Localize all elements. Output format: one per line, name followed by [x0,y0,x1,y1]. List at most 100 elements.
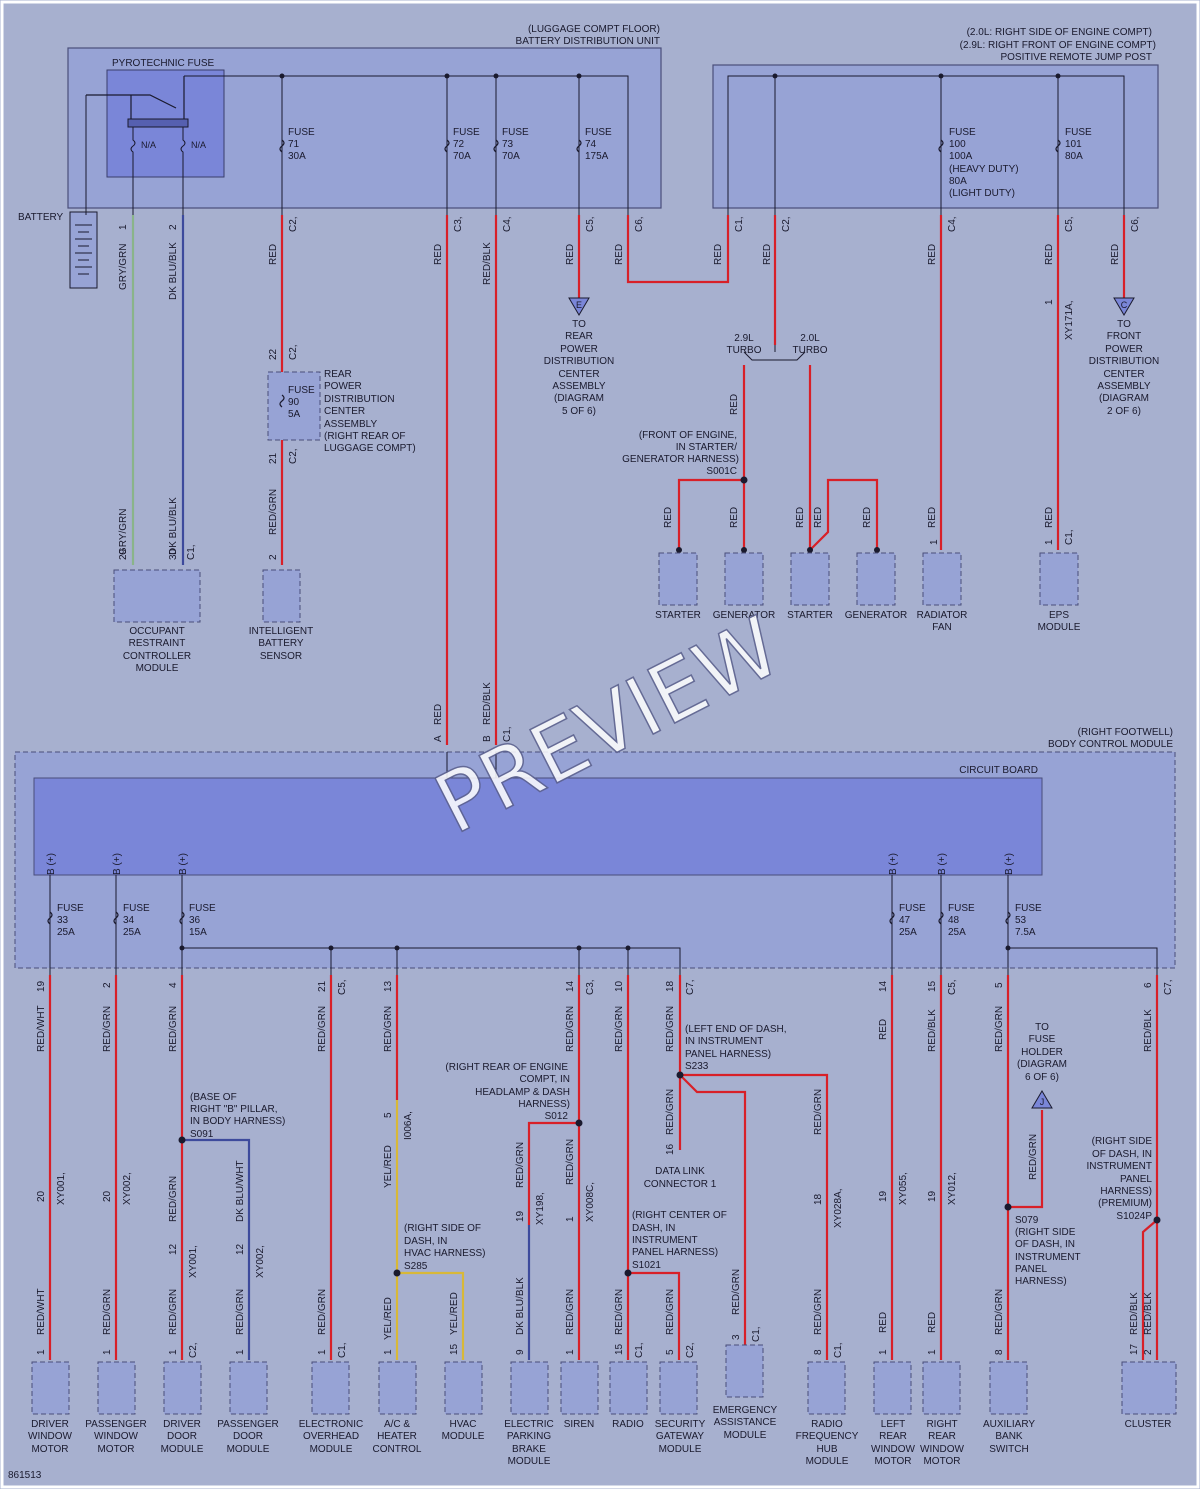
svg-text:TURBO: TURBO [727,345,762,356]
svg-text:(DIAGRAM: (DIAGRAM [1099,393,1149,404]
svg-text:CONTROLLER: CONTROLLER [123,651,191,662]
svg-text:B: B [482,735,493,742]
svg-text:HUB: HUB [816,1444,837,1455]
svg-text:DK BLU/BLK: DK BLU/BLK [515,1277,526,1335]
svg-text:DOOR: DOOR [167,1431,197,1442]
svg-text:ASSEMBLY: ASSEMBLY [552,381,605,392]
pyrotechnic-fuse-label: PYROTECHNIC FUSE [112,58,215,69]
svg-text:MODULE: MODULE [310,1444,353,1455]
svg-text:5: 5 [665,1349,676,1355]
module-eps [1039,552,1079,606]
svg-text:5: 5 [994,982,1005,988]
svg-text:C6,: C6, [634,216,645,232]
wire-20-turbo [808,365,879,551]
svg-text:7.5A: 7.5A [1015,927,1036,938]
svg-text:YEL/RED: YEL/RED [383,1145,394,1188]
svg-text:RED/GRN: RED/GRN [813,1289,824,1335]
svg-text:FUSE: FUSE [585,127,612,138]
svg-text:RED/GRN: RED/GRN [168,1176,179,1222]
svg-text:S091: S091 [190,1129,214,1140]
svg-text:REAR: REAR [565,331,593,342]
svg-text:1: 1 [1044,299,1055,305]
svg-text:BANK: BANK [995,1431,1023,1442]
svg-text:OCCUPANT: OCCUPANT [129,626,184,637]
svg-text:2.9L: 2.9L [734,333,754,344]
svg-text:(DIAGRAM: (DIAGRAM [1017,1059,1067,1070]
svg-text:B (+): B (+) [1004,853,1015,875]
svg-text:C5,: C5, [585,216,596,232]
svg-text:C2,: C2, [288,344,299,360]
svg-text:C1,: C1, [502,726,513,742]
svg-text:C1,: C1, [337,1342,348,1358]
svg-text:ASSEMBLY: ASSEMBLY [324,419,377,430]
svg-text:(BASE OF: (BASE OF [190,1092,237,1103]
svg-text:S012: S012 [545,1111,569,1122]
svg-text:C7,: C7, [1163,979,1174,995]
svg-text:ELECTRONIC: ELECTRONIC [299,1419,363,1430]
svg-text:ELECTRIC: ELECTRIC [504,1419,553,1430]
bcm-bus-nodes [179,945,1011,951]
svg-text:XY002,: XY002, [255,1245,266,1278]
svg-text:15: 15 [449,1343,460,1355]
svg-text:B (+): B (+) [178,853,189,875]
svg-text:CONTROL: CONTROL [373,1444,422,1455]
svg-text:CENTER: CENTER [558,369,599,380]
svg-text:RED: RED [1044,244,1055,265]
svg-text:GRY/GRN: GRY/GRN [118,509,129,556]
svg-text:15: 15 [614,1343,625,1355]
pyro-switch [86,76,185,119]
svg-text:TO: TO [1117,319,1131,330]
svg-text:RED/GRN: RED/GRN [665,1089,676,1135]
upper-wire-labels: GRY/GRN DK BLU/BLK GRY/GRN DK BLU/BLK RE… [118,242,1121,725]
svg-text:IN INSTRUMENT: IN INSTRUMENT [685,1036,763,1047]
svg-text:RED/GRN: RED/GRN [614,1289,625,1335]
svg-text:5A: 5A [288,409,301,420]
svg-text:C2,: C2, [288,216,299,232]
svg-text:RED/BLK: RED/BLK [1129,1292,1140,1335]
svg-text:ASSEMBLY: ASSEMBLY [1097,381,1150,392]
svg-text:29: 29 [118,548,129,560]
svg-text:HARNESS): HARNESS) [1100,1186,1152,1197]
svg-text:DOOR: DOOR [233,1431,263,1442]
svg-text:DATA LINK: DATA LINK [655,1166,705,1177]
svg-text:25A: 25A [123,927,141,938]
svg-text:C2,: C2, [685,1342,696,1358]
svg-text:C1,: C1, [751,1326,762,1342]
svg-text:FUSE: FUSE [948,903,975,914]
svg-text:MODULE: MODULE [227,1444,270,1455]
svg-text:C7,: C7, [685,979,696,995]
svg-text:PANEL: PANEL [1015,1264,1047,1275]
svg-text:LUGGAGE COMPT): LUGGAGE COMPT) [324,443,416,454]
bdu-bus-nodes [279,73,582,79]
svg-text:1: 1 [927,1349,938,1355]
svg-text:48: 48 [948,915,960,926]
svg-text:100A: 100A [949,151,973,162]
svg-text:A/C &: A/C & [384,1419,410,1430]
svg-text:WINDOW: WINDOW [94,1431,138,1442]
svg-text:6: 6 [1143,982,1154,988]
svg-text:2: 2 [102,982,113,988]
svg-text:RED/GRN: RED/GRN [565,1006,576,1052]
bdu-fuse-symbols [279,139,582,153]
module-pin-labels: 1 1 1 C2, 1 1 C1, 1 15 9 1 15 C1, 5 C2, … [36,1326,1154,1358]
svg-text:J: J [1040,1097,1045,1107]
battery: BATTERY [18,211,98,289]
svg-text:1: 1 [565,1216,576,1222]
svg-text:GENERATOR: GENERATOR [713,610,775,621]
